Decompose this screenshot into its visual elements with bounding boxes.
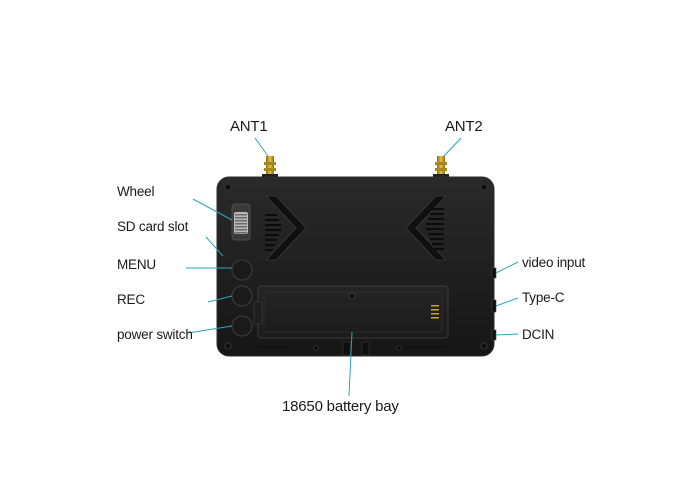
- antenna-1: [262, 156, 278, 180]
- menu-button-shape: [231, 259, 253, 281]
- power-switch-shape: [231, 315, 253, 337]
- label-ant2: ANT2: [445, 118, 483, 135]
- callout-line-rec: [207, 295, 233, 303]
- label-dcin: DCIN: [522, 327, 555, 342]
- right-chevron-vent: [405, 195, 447, 261]
- bottom-edge-details: [258, 341, 445, 356]
- label-video-input: video input: [522, 255, 586, 270]
- rec-button-shape: [231, 285, 253, 307]
- label-wheel: Wheel: [117, 184, 155, 199]
- label-battery-bay: 18650 battery bay: [282, 398, 399, 415]
- left-vent-slots: [265, 214, 281, 251]
- callout-line-wheel: [192, 198, 233, 221]
- left-chevron-vent: [265, 195, 307, 261]
- callout-line-power: [187, 325, 233, 334]
- label-rec: REC: [117, 292, 145, 307]
- label-power-switch: power switch: [117, 327, 193, 342]
- callout-line-ant2: [443, 137, 462, 157]
- callout-line-sd-card: [205, 236, 224, 257]
- label-type-c: Type-C: [522, 290, 565, 305]
- callout-line-ant1: [254, 137, 269, 157]
- antenna-2: [433, 156, 449, 180]
- scroll-wheel: [231, 203, 251, 241]
- callout-line-dcin: [495, 333, 519, 336]
- callout-line-battery: [348, 331, 353, 397]
- callout-line-typec: [495, 297, 519, 307]
- label-ant1: ANT1: [230, 118, 268, 135]
- battery-bay: [253, 285, 449, 339]
- callout-line-video: [495, 261, 519, 274]
- label-sd-card-slot: SD card slot: [117, 219, 189, 234]
- label-menu: MENU: [117, 257, 156, 272]
- right-vent-slots: [426, 208, 444, 250]
